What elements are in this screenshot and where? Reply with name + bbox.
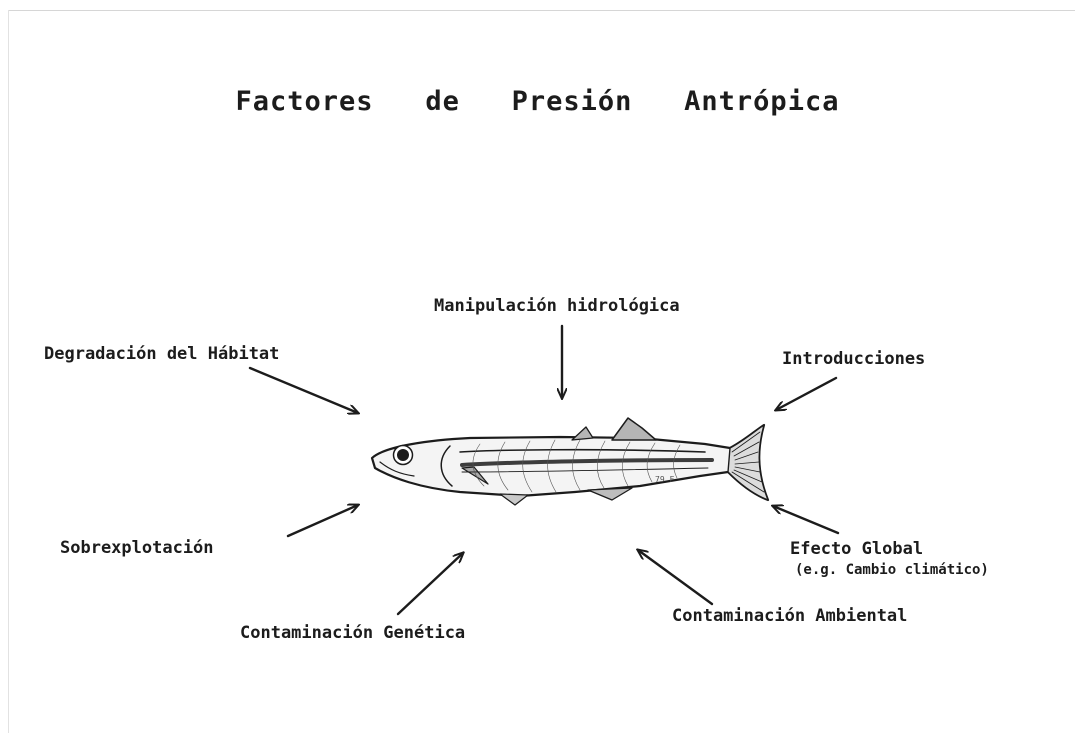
arrow-introductions xyxy=(776,376,838,410)
label-introductions: Introducciones xyxy=(782,349,926,369)
arrow-global-effect xyxy=(773,506,840,535)
diagram-title: Factores de Presión Antrópica xyxy=(235,86,840,117)
label-global-effect: Efecto Global xyxy=(790,539,924,559)
illustration-signature: 79 F xyxy=(655,475,674,484)
fish-illustration xyxy=(370,417,770,506)
arrow-habitat xyxy=(248,366,358,413)
label-hydrological-manipulation: Manipulación hidrológica xyxy=(434,296,680,316)
label-genetic-contamination: Contaminación Genética xyxy=(240,623,466,643)
label-habitat-degradation: Degradación del Hábitat xyxy=(44,344,280,364)
arrow-overexploitation xyxy=(286,505,358,538)
arrow-genetic xyxy=(396,553,463,616)
page-border-left xyxy=(8,10,9,733)
label-overexploitation: Sobrexplotación xyxy=(60,538,214,558)
page-border-top xyxy=(8,10,1075,11)
arrow-environmental xyxy=(638,550,714,606)
label-environmental-contamination: Contaminación Ambiental xyxy=(672,606,908,626)
label-global-effect-example: (e.g. Cambio climático) xyxy=(795,562,989,578)
